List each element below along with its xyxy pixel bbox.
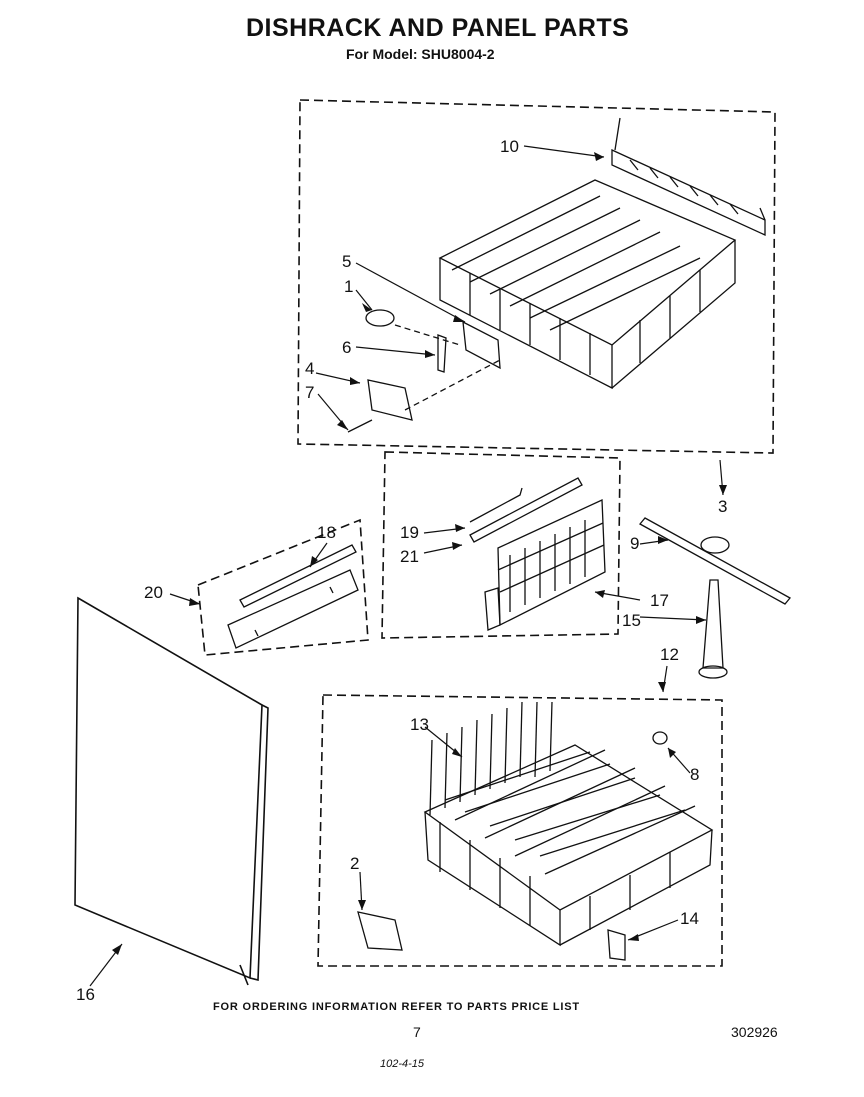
callout-16: 16 (76, 985, 95, 1004)
callout-6: 6 (342, 338, 352, 357)
lower-rack-group-box (317, 694, 723, 967)
spray-arm-group-box (381, 451, 621, 639)
upper-rack-group-box (297, 99, 776, 454)
handwritten-note: 102-4-15 (380, 1058, 425, 1070)
callout-21: 21 (400, 547, 419, 566)
cup-shelf (611, 117, 766, 237)
leader-lines (89, 145, 724, 987)
lower-spray-arm (638, 517, 792, 679)
callout-18: 18 (317, 523, 336, 542)
spray-arm-assembly (469, 477, 606, 631)
callout-12: 12 (660, 645, 679, 664)
callout-7: 7 (305, 383, 315, 402)
ordering-info-footer: FOR ORDERING INFORMATION REFER TO PARTS … (213, 1001, 580, 1013)
callout-13: 13 (410, 715, 429, 734)
rack-adjuster-parts (347, 309, 501, 433)
callout-3: 3 (718, 497, 728, 516)
callout-15: 15 (622, 611, 641, 630)
page-number: 7 (413, 1024, 421, 1040)
callout-4: 4 (305, 359, 315, 378)
outer-door-panel (74, 596, 269, 986)
document-number: 302926 (731, 1024, 778, 1040)
callout-2: 2 (350, 854, 360, 873)
callout-9: 9 (630, 534, 640, 553)
panel-trim-group-box (197, 518, 369, 656)
arrowheads (112, 152, 727, 955)
lower-dishrack (423, 701, 714, 947)
page-title: DISHRACK AND PANEL PARTS (246, 14, 630, 42)
model-subtitle: For Model: SHU8004-2 (346, 46, 495, 62)
callout-19: 19 (400, 523, 419, 542)
trim-pieces (227, 544, 359, 649)
lower-rack-small-parts (357, 731, 668, 961)
callout-8: 8 (690, 765, 700, 784)
upper-dishrack (438, 179, 737, 390)
callout-1: 1 (344, 277, 354, 296)
callout-5: 5 (342, 252, 352, 271)
callout-20: 20 (144, 583, 163, 602)
callout-17: 17 (650, 591, 669, 610)
callout-14: 14 (680, 909, 699, 928)
callout-10: 10 (500, 137, 519, 156)
